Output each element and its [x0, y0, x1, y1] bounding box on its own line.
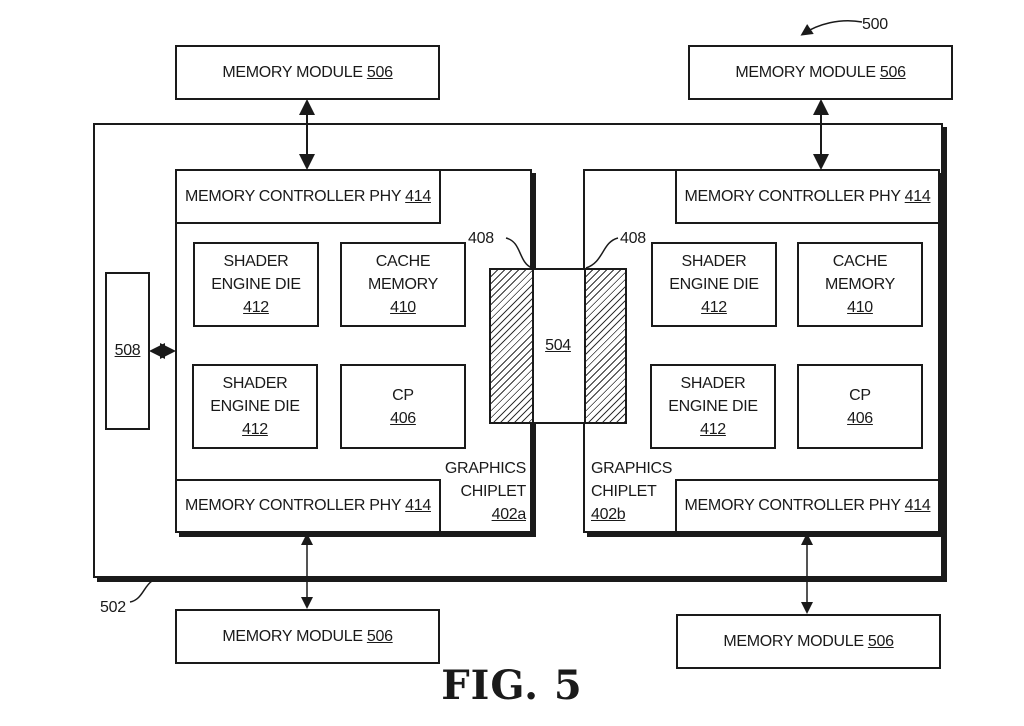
- graphics-chiplet-402a: [175, 169, 532, 533]
- phy-label: MEMORY CONTROLLER PHY: [185, 187, 402, 205]
- figure-caption: FIG. 5: [441, 662, 583, 709]
- phy-label: MEMORY CONTROLLER PHY: [185, 497, 402, 514]
- ref-408-right: 408: [620, 230, 646, 247]
- memory-module-ref: 506: [366, 627, 393, 645]
- memory-controller-phy-top-b: MEMORY CONTROLLER PHY 414: [675, 169, 940, 224]
- phy-ref: 414: [904, 497, 931, 514]
- memory-module-label: MEMORY MODULE: [735, 63, 876, 81]
- memory-module-label: MEMORY MODULE: [723, 632, 864, 650]
- memory-module-label: MEMORY MODULE: [222, 627, 363, 645]
- leader-502: [129, 580, 153, 603]
- ref-502: 502: [100, 599, 126, 616]
- ref-408-left: 408: [468, 230, 494, 247]
- phy-label: MEMORY CONTROLLER PHY: [684, 497, 901, 514]
- leader-500: [800, 20, 863, 36]
- memory-controller-phy-bottom-b: MEMORY CONTROLLER PHY 414: [675, 479, 940, 533]
- interconnect-408-right: [584, 268, 627, 424]
- block-508: 508: [105, 272, 150, 430]
- bridge-504-ref: 504: [545, 337, 571, 354]
- phy-ref: 414: [405, 497, 431, 514]
- phy-ref: 414: [904, 187, 931, 205]
- phy-label: MEMORY CONTROLLER PHY: [684, 187, 901, 205]
- block-508-ref: 508: [114, 342, 141, 359]
- memory-module-ref: 506: [366, 63, 393, 81]
- memory-module-bottom-left: MEMORY MODULE 506: [175, 609, 440, 664]
- memory-module-label: MEMORY MODULE: [222, 63, 363, 81]
- memory-module-ref: 506: [879, 63, 906, 81]
- interconnect-408-left: [489, 268, 534, 424]
- memory-module-ref: 506: [867, 632, 894, 650]
- ref-500: 500: [862, 16, 888, 33]
- memory-controller-phy-bottom-a: MEMORY CONTROLLER PHY 414: [175, 479, 441, 533]
- memory-module-bottom-right: MEMORY MODULE 506: [676, 614, 941, 669]
- phy-ref: 414: [405, 187, 431, 205]
- memory-module-top-right: MEMORY MODULE 506: [688, 45, 953, 100]
- memory-module-top-left: MEMORY MODULE 506: [175, 45, 440, 100]
- memory-controller-phy-top-a: MEMORY CONTROLLER PHY 414: [175, 169, 441, 224]
